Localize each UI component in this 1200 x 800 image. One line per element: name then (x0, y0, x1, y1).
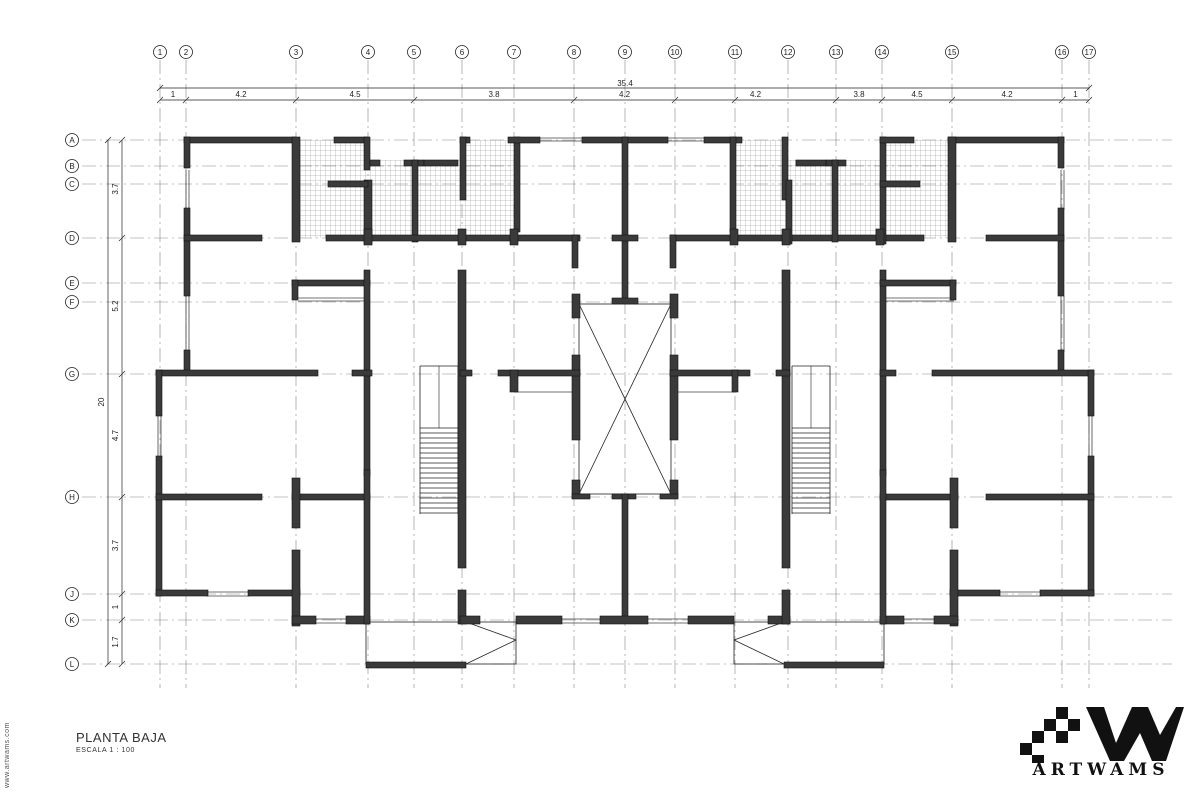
grid-bubble-row-L: L (65, 657, 79, 671)
website-url: www.artwams.com (4, 722, 11, 788)
grid-bubble-col-16: 16 (1055, 45, 1069, 59)
dimension-label: 1.7 (111, 636, 120, 648)
dimension-label: 3.7 (111, 183, 120, 195)
svg-text:9: 9 (623, 48, 628, 57)
svg-text:1: 1 (158, 48, 163, 57)
dimension-label: 4.5 (911, 90, 923, 99)
svg-text:7: 7 (512, 48, 517, 57)
grid-bubble-col-17: 17 (1082, 45, 1096, 59)
svg-text:16: 16 (1058, 48, 1067, 57)
svg-text:17: 17 (1085, 48, 1094, 57)
svg-text:E: E (69, 279, 74, 288)
dimension-label: 1 (1073, 90, 1078, 99)
svg-text:10: 10 (671, 48, 680, 57)
dimension-lines: 35.4 1 4.2 4.5 3.8 4.2 4.2 3.8 4.5 4.2 1 20 3.7 5.2 4.… (97, 79, 1093, 668)
grid-bubble-row-H: H (65, 490, 79, 504)
svg-text:L: L (70, 660, 75, 669)
walls (155, 136, 1095, 669)
grid-bubble-col-2: 2 (179, 45, 193, 59)
dimension-label: 4.5 (349, 90, 361, 99)
dimension-label: 1 (171, 90, 176, 99)
grid-bubble-col-5: 5 (407, 45, 421, 59)
drawing-title: PLANTA BAJA (76, 730, 167, 745)
svg-text:11: 11 (731, 48, 740, 57)
svg-text:A: A (69, 136, 75, 145)
grid-bubble-row-B: B (65, 159, 79, 173)
svg-text:F: F (70, 298, 75, 307)
grid-bubble-row-K: K (65, 613, 79, 627)
svg-text:G: G (69, 370, 75, 379)
grid-bubble-row-F: F (65, 295, 79, 309)
grid-bubble-row-G: G (65, 367, 79, 381)
grid-bubble-col-6: 6 (455, 45, 469, 59)
svg-text:6: 6 (460, 48, 465, 57)
dimension-label: 4.7 (111, 429, 120, 441)
svg-text:3: 3 (294, 48, 299, 57)
dimension-label: 1 (111, 604, 120, 609)
svg-text:8: 8 (572, 48, 577, 57)
grid-bubble-col-14: 14 (875, 45, 889, 59)
svg-text:14: 14 (878, 48, 887, 57)
svg-text:12: 12 (784, 48, 793, 57)
drawing-scale: ESCALA 1 : 100 (76, 747, 135, 754)
logo-wordmark: ARTWAMS (1032, 760, 1170, 780)
artwams-logo-icon (1020, 707, 1184, 763)
dimension-label: 4.2 (1001, 90, 1013, 99)
grid-bubble-col-13: 13 (829, 45, 843, 59)
grid-bubble-col-15: 15 (945, 45, 959, 59)
dimension-label: 4.2 (750, 90, 762, 99)
tiled-areas (300, 140, 952, 238)
window-openings (157, 137, 1093, 624)
dimension-label: 3.8 (853, 90, 865, 99)
staircase-left (419, 365, 459, 514)
svg-text:B: B (69, 162, 74, 171)
svg-text:15: 15 (948, 48, 957, 57)
grid-bubble-col-10: 10 (668, 45, 682, 59)
dimension-label: 4.2 (235, 90, 247, 99)
svg-text:C: C (69, 180, 75, 189)
dimension-label: 4.2 (619, 90, 631, 99)
dimension-label: 5.2 (111, 300, 120, 312)
overall-height-label: 20 (97, 397, 106, 406)
svg-text:4: 4 (366, 48, 371, 57)
overall-width-label: 35.4 (617, 79, 633, 88)
svg-text:D: D (69, 234, 75, 243)
grid-bubble-col-7: 7 (507, 45, 521, 59)
grid-bubble-col-12: 12 (781, 45, 795, 59)
svg-text:J: J (70, 590, 74, 599)
dimension-label: 3.8 (488, 90, 500, 99)
svg-text:2: 2 (184, 48, 189, 57)
title-block: PLANTA BAJA ESCALA 1 : 100 (76, 730, 167, 754)
svg-text:5: 5 (412, 48, 417, 57)
grid-bubble-row-D: D (65, 231, 79, 245)
staircase-right (791, 365, 831, 514)
dimension-label: 3.7 (111, 539, 120, 551)
entrance-ramps (365, 621, 885, 665)
svg-text:H: H (69, 493, 75, 502)
grid-bubble-col-11: 11 (728, 45, 742, 59)
grid-bubble-row-C: C (65, 177, 79, 191)
grid-bubble-row-A: A (65, 133, 79, 147)
grid-bubble-col-4: 4 (361, 45, 375, 59)
grid-bubble-row-E: E (65, 276, 79, 290)
grid-bubble-col-3: 3 (289, 45, 303, 59)
grid-bubble-row-J: J (65, 587, 79, 601)
grid-bubble-col-8: 8 (567, 45, 581, 59)
svg-text:K: K (69, 616, 75, 625)
grid-bubble-col-9: 9 (618, 45, 632, 59)
grid-bubble-col-1: 1 (153, 45, 167, 59)
svg-text:13: 13 (832, 48, 841, 57)
